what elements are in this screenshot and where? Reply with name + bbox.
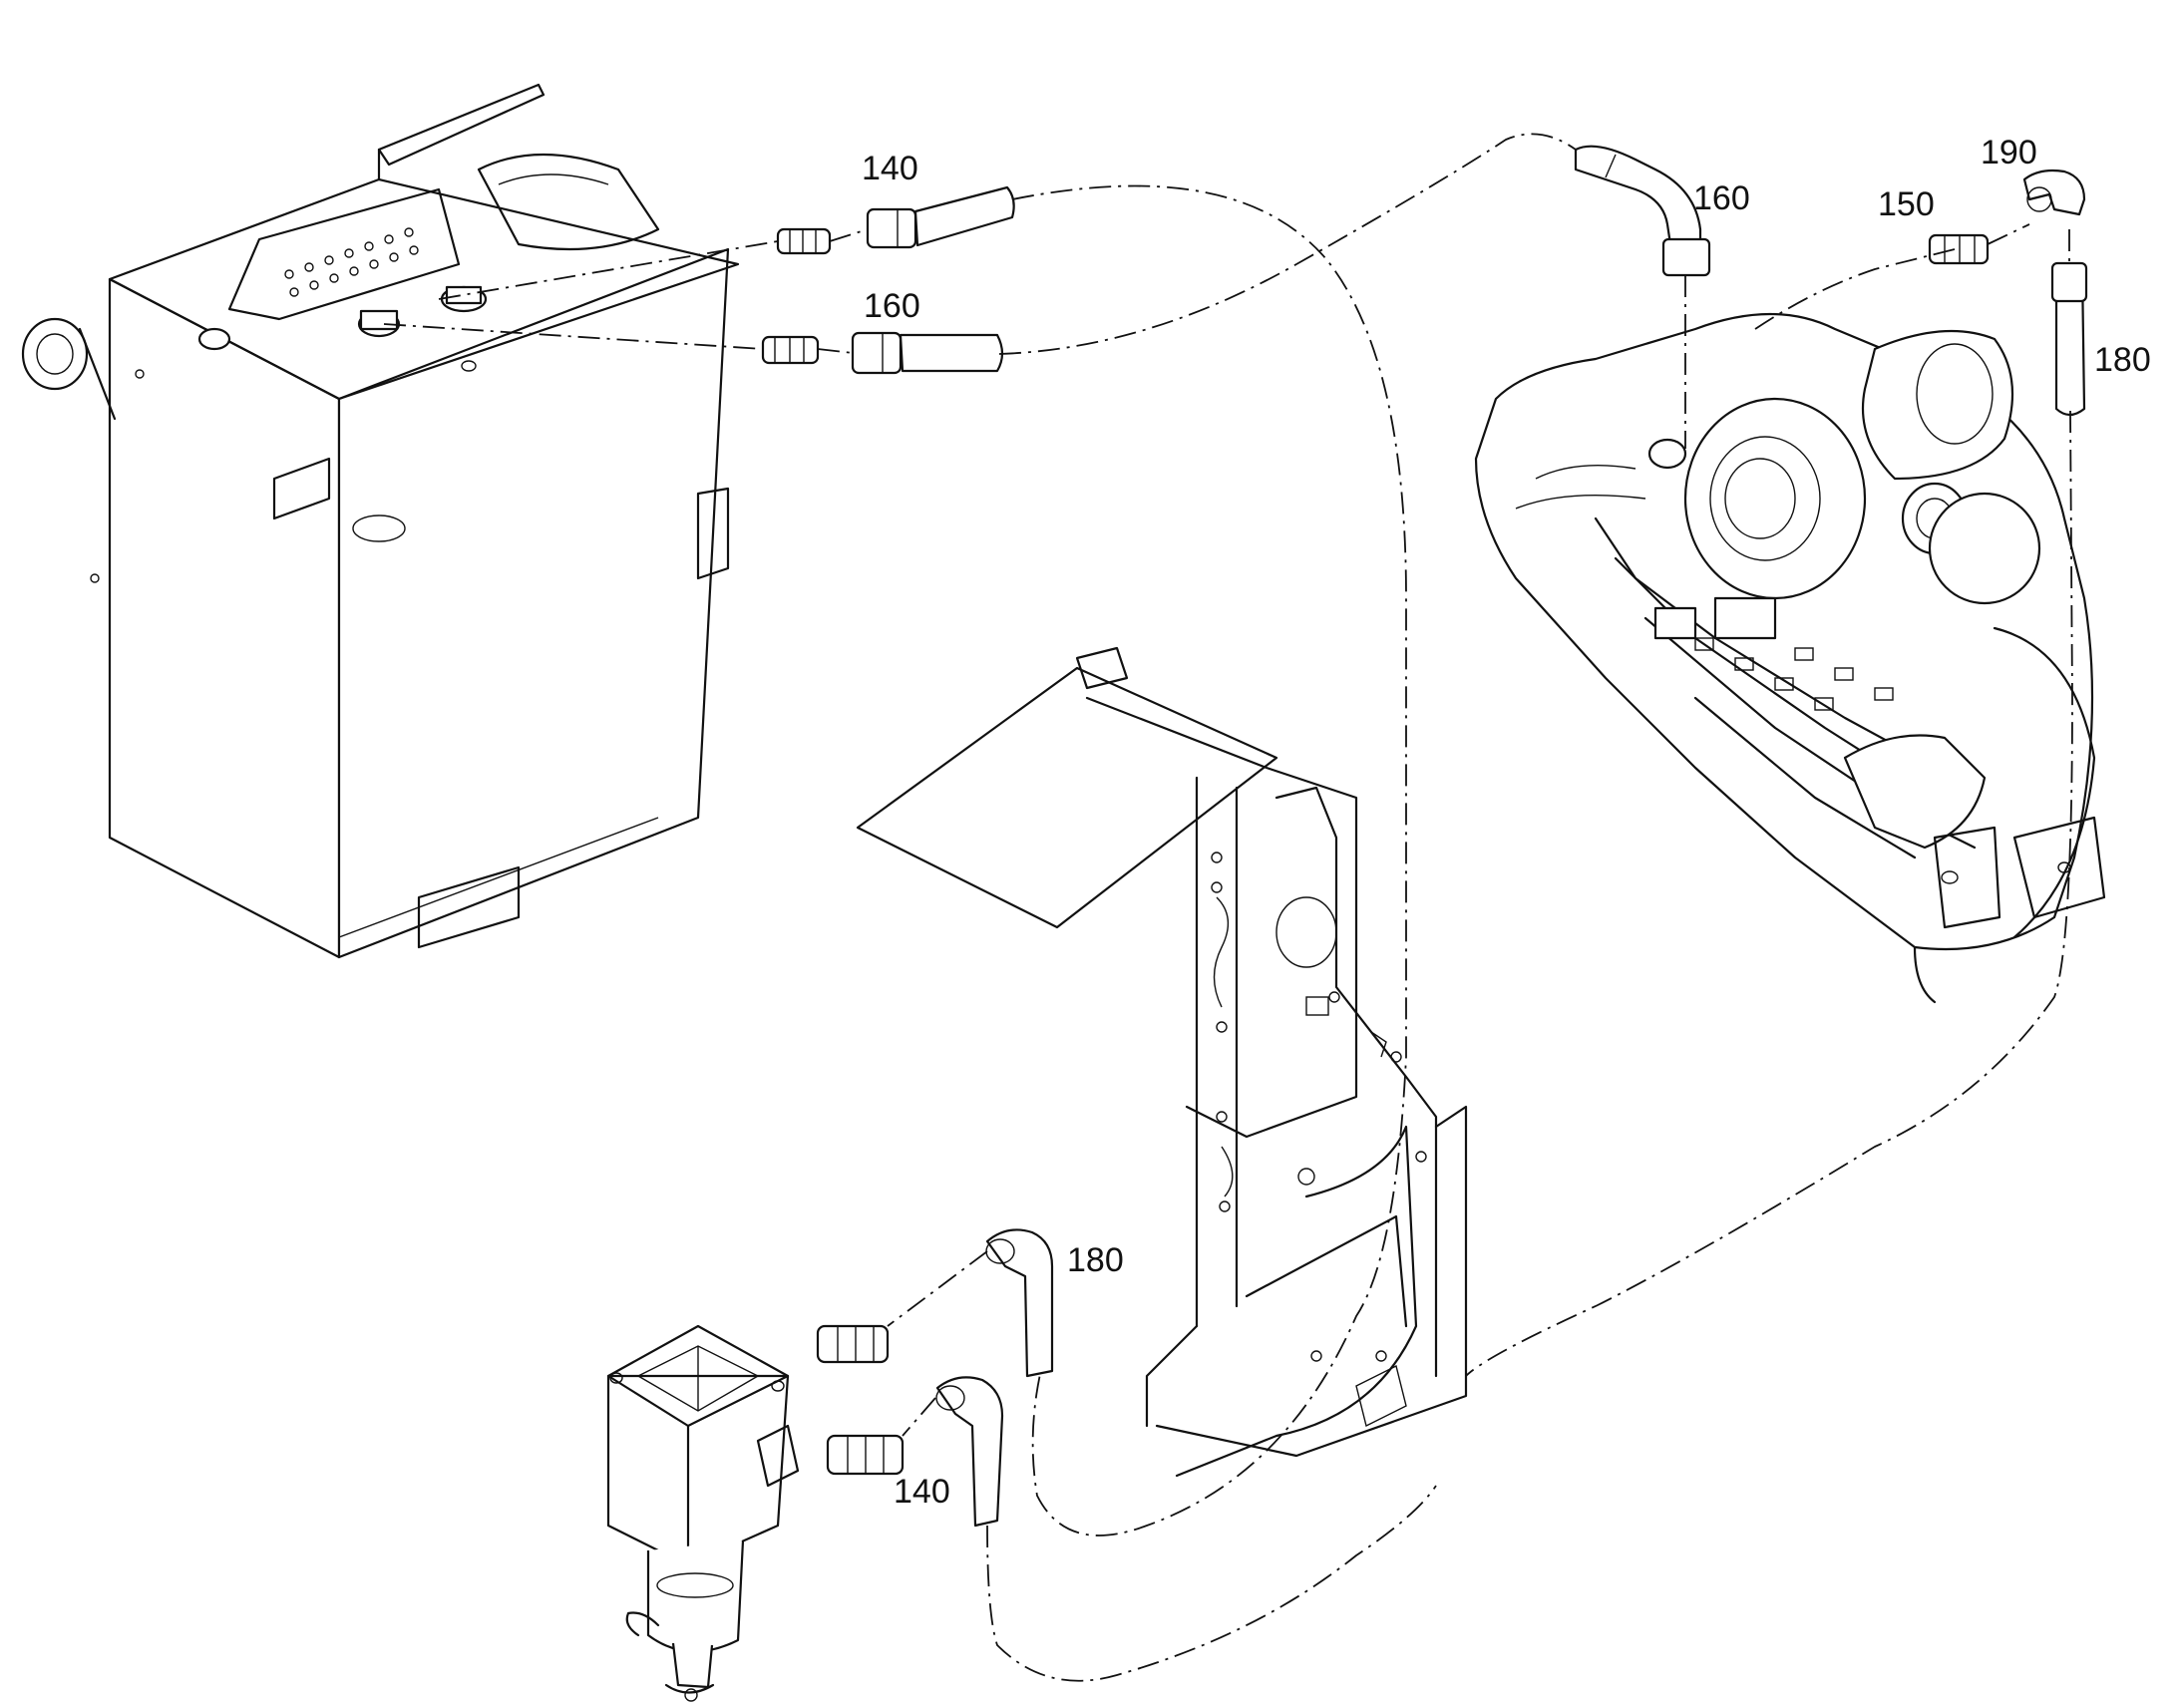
hose-180-bottom (985, 1228, 1054, 1378)
callout-140-top: 140 (862, 150, 918, 187)
fuel-tank (21, 83, 740, 959)
fuel-routing-lines (383, 133, 2073, 1682)
callout-160-right: 160 (1693, 179, 1750, 217)
fitting-top-lower (761, 335, 820, 365)
engine-assembly (1474, 312, 2106, 1004)
callout-labels: 140 160 160 150 190 180 180 140 (862, 134, 2151, 1511)
fitting-150 (1928, 233, 1990, 265)
chassis-frame (856, 646, 1468, 1478)
elbow-190 (2022, 169, 2086, 216)
fitting-bottom-upper (816, 1324, 890, 1364)
fitting-bottom-lower (826, 1434, 905, 1476)
fuel-filter-water-separator (606, 1324, 800, 1702)
callout-140-bottom: 140 (894, 1473, 950, 1511)
hose-140-bottom (935, 1376, 1004, 1528)
hose-140-top (866, 185, 1015, 249)
hose-180-right (2050, 261, 2088, 417)
fitting-top-upper (776, 227, 832, 255)
callout-180-right: 180 (2094, 341, 2151, 379)
hose-160-left (851, 331, 1004, 375)
callout-180-bottom: 180 (1067, 1241, 1124, 1279)
callout-160-left: 160 (864, 287, 920, 325)
callout-190: 190 (1981, 134, 2037, 171)
callout-150: 150 (1878, 185, 1935, 223)
hose-160-right (1574, 145, 1711, 277)
